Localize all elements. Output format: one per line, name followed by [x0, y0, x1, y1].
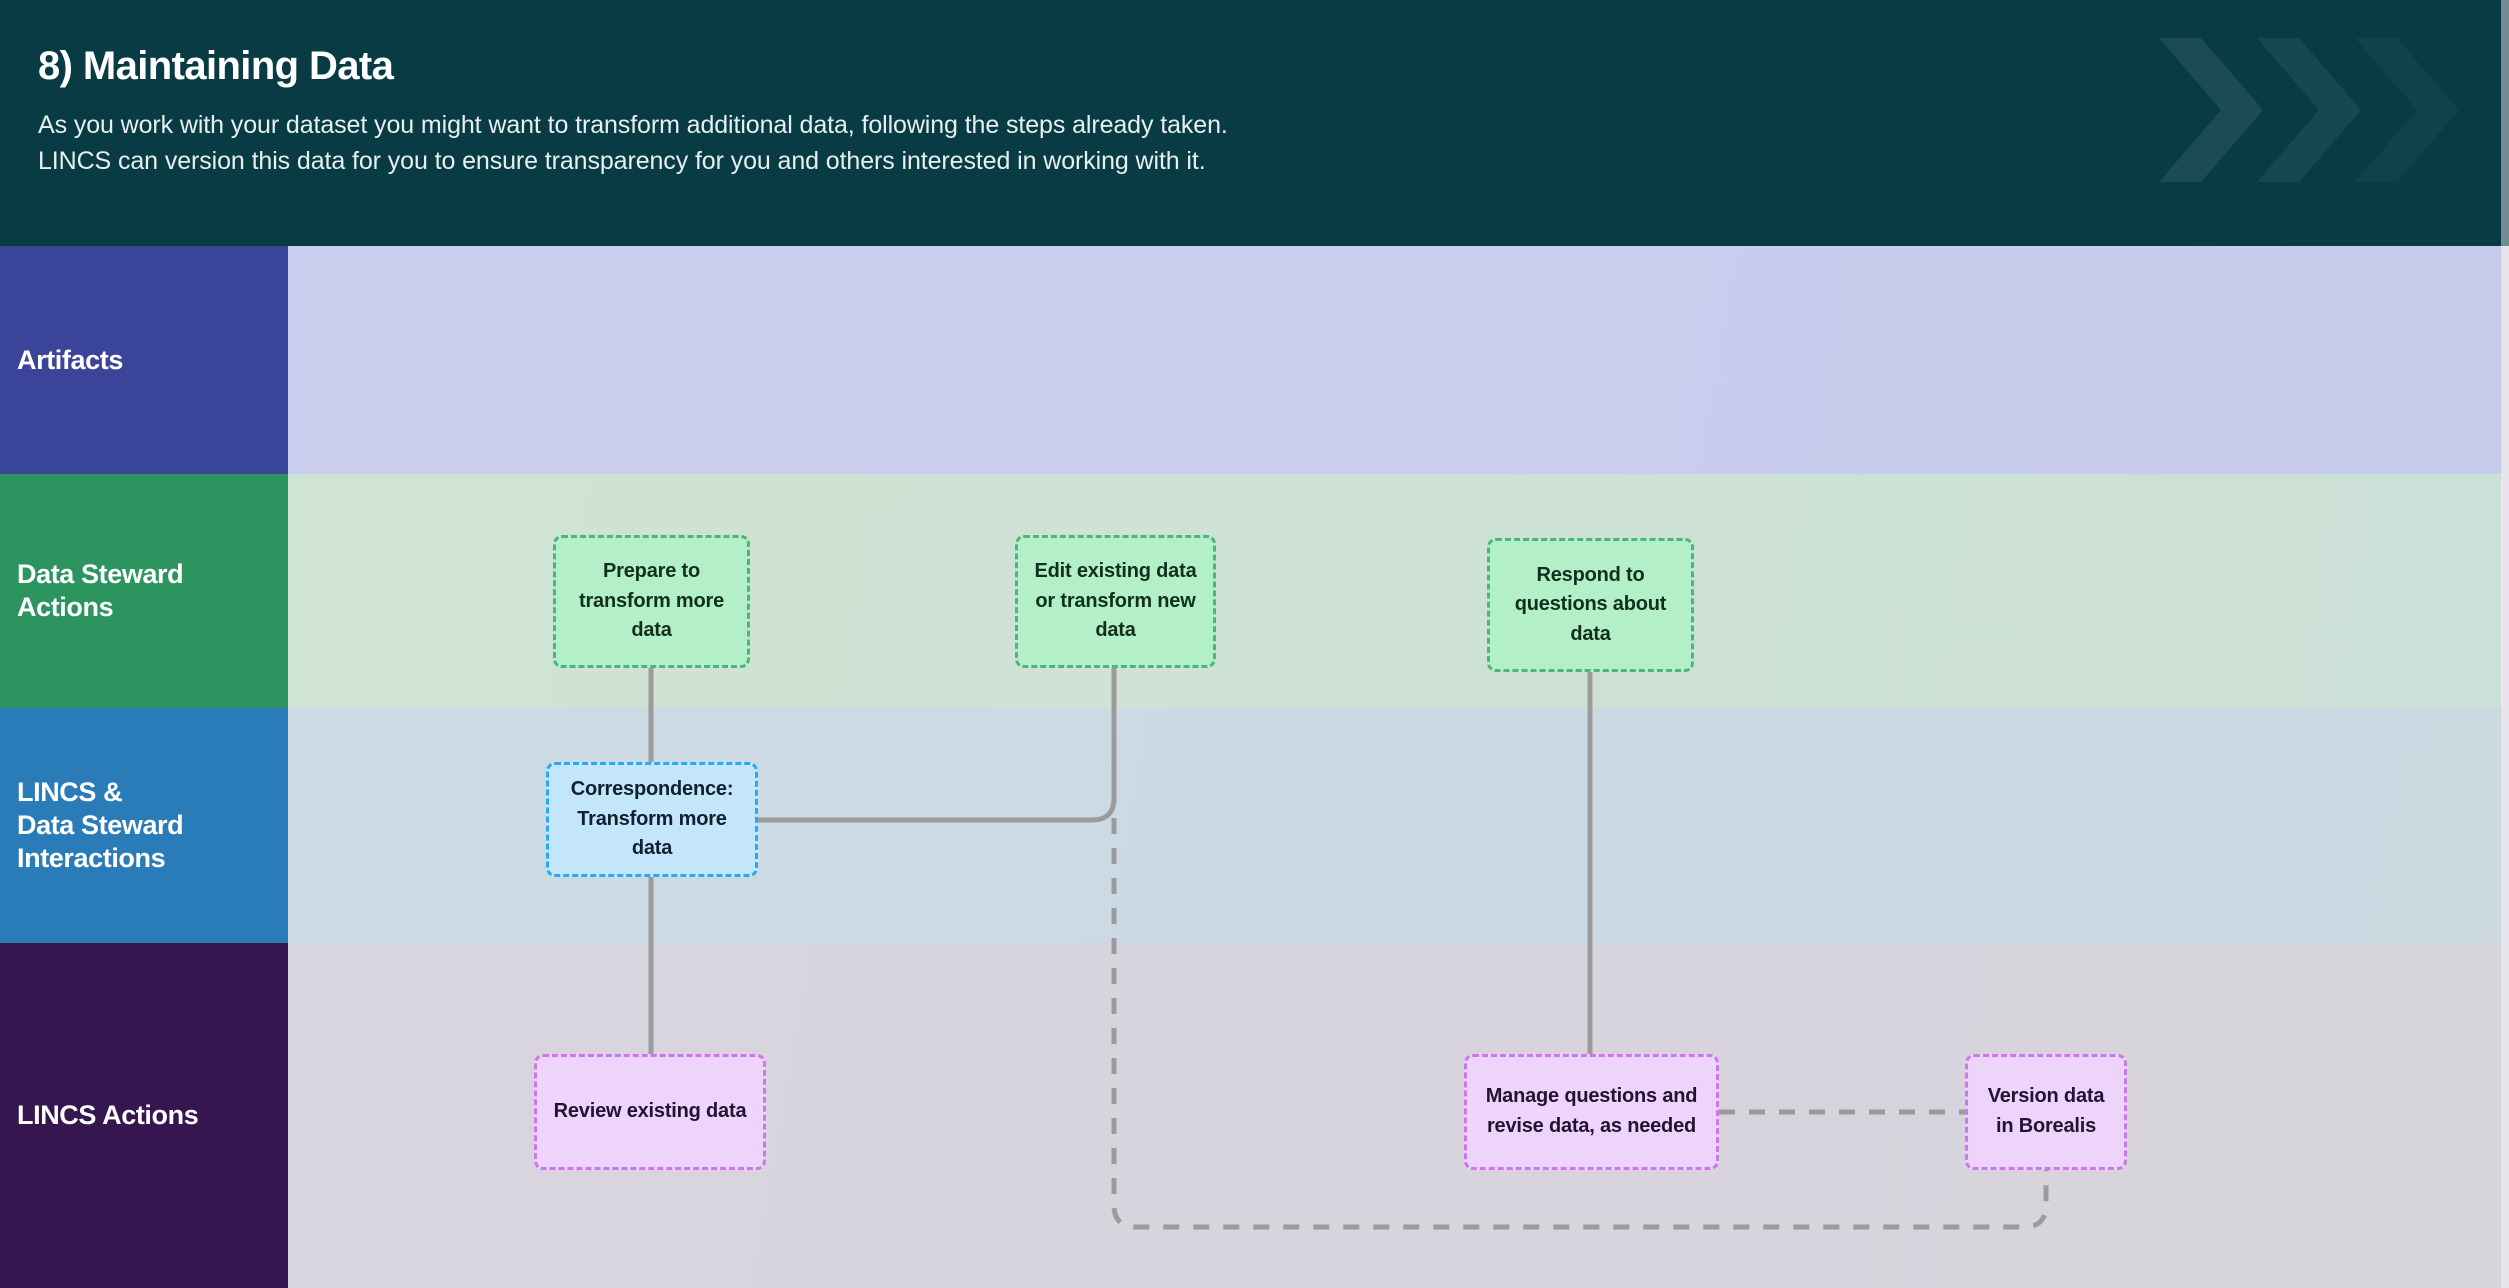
node-review-existing[interactable]: Review existing data: [534, 1054, 766, 1170]
label-line-1: LINCS &: [17, 777, 123, 808]
label-line-1: Data Steward: [17, 559, 184, 590]
page-header: 8) Maintaining Data As you work with you…: [0, 0, 2509, 246]
header-text-block: 8) Maintaining Data As you work with you…: [38, 44, 1738, 179]
label-line-2: Data Steward: [17, 810, 184, 841]
swimlane-label-lincs-interactions: LINCS & Data Steward Interactions: [0, 708, 288, 943]
swimlane-data-steward-actions: Data Steward Actions: [0, 474, 2509, 708]
node-label: Prepare to transform more data: [578, 560, 724, 642]
header-subtitle-line-1: As you work with your dataset you might …: [38, 111, 1228, 139]
vertical-scrollbar[interactable]: [2501, 0, 2509, 1288]
swimlane-label-data-steward-actions: Data Steward Actions: [0, 474, 288, 708]
node-version-borealis[interactable]: Version data in Borealis: [1965, 1054, 2127, 1170]
node-respond-questions[interactable]: Respond to questions about data: [1487, 538, 1694, 672]
swimlane-lincs-actions: LINCS Actions: [0, 943, 2509, 1288]
node-label: Manage questions and revise data, as nee…: [1485, 1085, 1698, 1137]
node-label: Version data in Borealis: [1987, 1085, 2105, 1137]
node-label: Correspondence: Transform more data: [570, 778, 734, 860]
swimlane-label-text: LINCS & Data Steward Interactions: [17, 776, 184, 875]
node-prepare-transform[interactable]: Prepare to transform more data: [553, 535, 750, 668]
swimlane-label-text: Data Steward Actions: [17, 558, 184, 624]
swimlane-label-text: LINCS Actions: [17, 1100, 199, 1131]
page-title: 8) Maintaining Data: [38, 44, 394, 88]
node-edit-existing[interactable]: Edit existing data or transform new data: [1015, 535, 1216, 668]
swimlane-body-artifacts: [288, 246, 2502, 474]
swimlane-label-artifacts: Artifacts: [0, 246, 288, 474]
node-label: Review existing data: [553, 1100, 747, 1123]
header-subtitle-line-2: LINCS can version this data for you to e…: [38, 146, 1206, 175]
node-correspondence[interactable]: Correspondence: Transform more data: [546, 762, 758, 877]
swimlane-lincs-data-steward-interactions: LINCS & Data Steward Interactions: [0, 708, 2509, 943]
double-chevron-right-icon: [2149, 30, 2479, 190]
node-manage-questions[interactable]: Manage questions and revise data, as nee…: [1464, 1054, 1719, 1170]
label-line-3: Interactions: [17, 842, 166, 873]
label-line-2: Actions: [17, 592, 114, 622]
swimlane-artifacts: Artifacts: [0, 246, 2509, 474]
node-label: Respond to questions about data: [1514, 563, 1667, 645]
swimlane-label-lincs-actions: LINCS Actions: [0, 943, 288, 1288]
node-label: Edit existing data or transform new data: [1034, 560, 1197, 642]
swimlane-label-text: Artifacts: [17, 344, 123, 375]
